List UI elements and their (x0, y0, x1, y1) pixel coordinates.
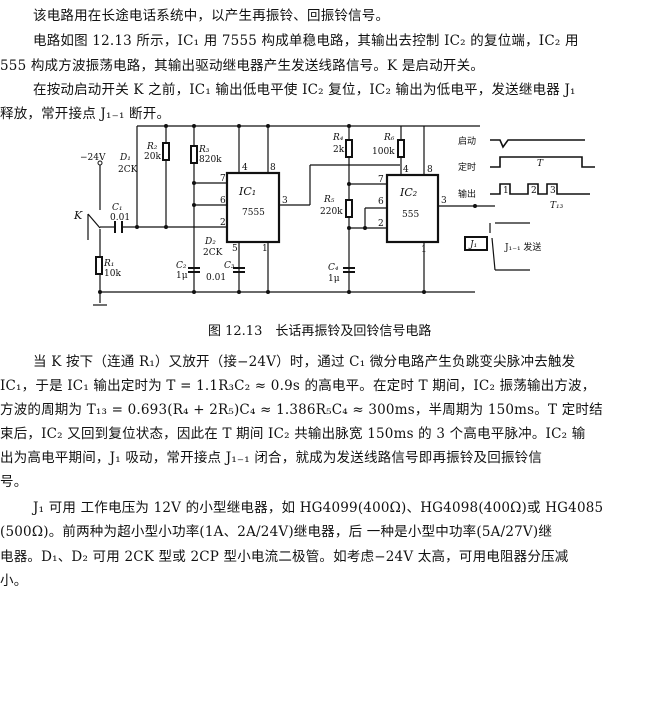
c2-label: C₂ (176, 261, 187, 271)
body-line-6: 号。 (0, 474, 28, 490)
j1-coil (464, 236, 488, 251)
ic2-pin: 3 (441, 196, 447, 206)
r3-value: 820k (199, 155, 222, 165)
intro-line-2: 电路如图 12.13 所示，IC₁ 用 7555 构成单稳电路，其输出去控制 I… (33, 33, 579, 49)
pulse-label: 1 (503, 186, 509, 196)
ic2-pin: 7 (378, 175, 384, 185)
ic1-pin: 8 (270, 163, 276, 173)
body-line-8: (500Ω)。前两种为超小型小功率(1A、2A/24V)继电器，后 一种是小型中… (0, 524, 553, 540)
ic1-name: IC₁ (238, 185, 256, 198)
c4-value: 1μ (328, 274, 340, 284)
intro-line-4: 在按动启动开关 K 之前，IC₁ 输出低电平使 IC₂ 复位，IC₂ 输出为低电… (33, 82, 576, 98)
r4-label: R₄ (332, 133, 344, 143)
ic1-pin: 2 (220, 218, 226, 228)
r3-resistor (190, 145, 198, 164)
timing-t13-label: T₁₃ (550, 201, 564, 211)
ic1-pin: 7 (220, 174, 226, 184)
ic1-box (225, 171, 281, 244)
ic1-pin: 4 (242, 163, 248, 173)
body-line-9: 电器。D₁、D₂ 可用 2CK 型或 2CP 型小电流二极管。如考虑−24V 太… (0, 549, 569, 565)
timing-output-label: 输出 (458, 188, 476, 200)
timing-start-label: 启动 (458, 135, 476, 147)
r1-value: 10k (104, 269, 121, 279)
figure-caption: 图 12.13 长话再振铃及回铃信号电路 (208, 324, 432, 339)
r2-resistor (162, 142, 170, 161)
r1-label: R₁ (103, 259, 114, 269)
ic1-pin: 1 (262, 244, 268, 254)
ic1-pin: 5 (232, 244, 238, 254)
j1-coil-label: J₁ (468, 240, 477, 250)
switch-k-label: K (73, 209, 83, 222)
r2-value: 20k (144, 152, 161, 162)
c2-value: 1μ (176, 271, 188, 281)
intro-line-3: 555 构成方波振荡电路，其输出驱动继电器产生发送线路信号。K 是启动开关。 (0, 58, 485, 74)
d2-label: D₂ (204, 237, 216, 247)
c3-label: C₃ (224, 261, 235, 271)
ic2-pin: 2 (378, 219, 384, 229)
ic2-pin: 6 (378, 197, 384, 207)
body-line-2: IC₁，于是 IC₁ 输出定时为 T = 1.1R₃C₂ ≈ 0.9s 的高电平… (0, 378, 596, 394)
r6-label: R₆ (383, 133, 395, 143)
j1-contact-label: J₁₋₁ 发送 (504, 241, 541, 253)
intro-line-1: 该电路用在长途电话系统中，以产生再振铃、回振铃信号。 (33, 8, 390, 24)
supply-label: −24V (80, 153, 106, 163)
r6-resistor (397, 139, 405, 158)
r3-label: R₃ (198, 145, 210, 155)
intro-line-5: 释放，常开接点 J₁₋₁ 断开。 (0, 106, 171, 122)
ic1-part: 7555 (242, 208, 265, 218)
ic2-pin: 4 (403, 165, 409, 175)
d1-label: D₁ (119, 153, 131, 163)
r2-label: R₂ (146, 142, 158, 152)
r1-resistor (95, 256, 103, 275)
timing-timer-label: 定时 (458, 161, 476, 173)
pulse-label: 3 (550, 186, 556, 196)
timing-waveforms (490, 139, 595, 195)
d1-value: 2CK (118, 165, 138, 175)
r5-label: R₅ (323, 195, 335, 205)
body-line-3: 方波的周期为 T₁₃ = 0.693(R₄ + 2R₅)C₄ ≈ 1.386R₅… (0, 402, 603, 418)
r4-value: 2k (333, 145, 345, 155)
body-line-7: J₁ 可用 工作电压为 12V 的小型继电器，如 HG4099(400Ω)、HG… (33, 500, 604, 516)
c1-label: C₁ (112, 203, 123, 213)
ic2-pin: 1 (421, 245, 427, 255)
ic2-box (385, 173, 440, 244)
circuit-diagram: −24V K C₁ 0.01 R₁ 10k D₁ 2CK R₂ 20k R₃ 8… (73, 124, 595, 306)
ic2-pin: 8 (427, 165, 433, 175)
c3-value: 0.01 (206, 273, 226, 283)
ic1-pin: 6 (220, 196, 226, 206)
ic2-part: 555 (402, 210, 419, 220)
pulse-label: 2 (531, 186, 537, 196)
r5-value: 220k (320, 207, 343, 217)
r5-resistor (345, 199, 353, 218)
body-line-10: 小。 (0, 573, 28, 589)
body-line-1: 当 K 按下（连通 R₁）又放开（接−24V）时，通过 C₁ 微分电路产生负跳变… (33, 354, 576, 370)
c4-label: C₄ (328, 263, 339, 273)
r6-value: 100k (372, 147, 395, 157)
timing-t-label: T (537, 159, 544, 169)
body-line-5: 出为高电平期间，J₁ 吸动，常开接点 J₁₋₁ 闭合，就成为发送线路信号即再振铃… (0, 450, 543, 466)
r4-resistor (345, 139, 353, 158)
ic2-name: IC₂ (399, 186, 417, 199)
body-line-4: 束后，IC₂ 又回到复位状态，因此在 T 期间 IC₂ 共输出脉宽 150ms … (0, 426, 586, 442)
c1-value: 0.01 (110, 213, 130, 223)
d2-value: 2CK (203, 248, 223, 258)
ic1-pin: 3 (282, 196, 288, 206)
